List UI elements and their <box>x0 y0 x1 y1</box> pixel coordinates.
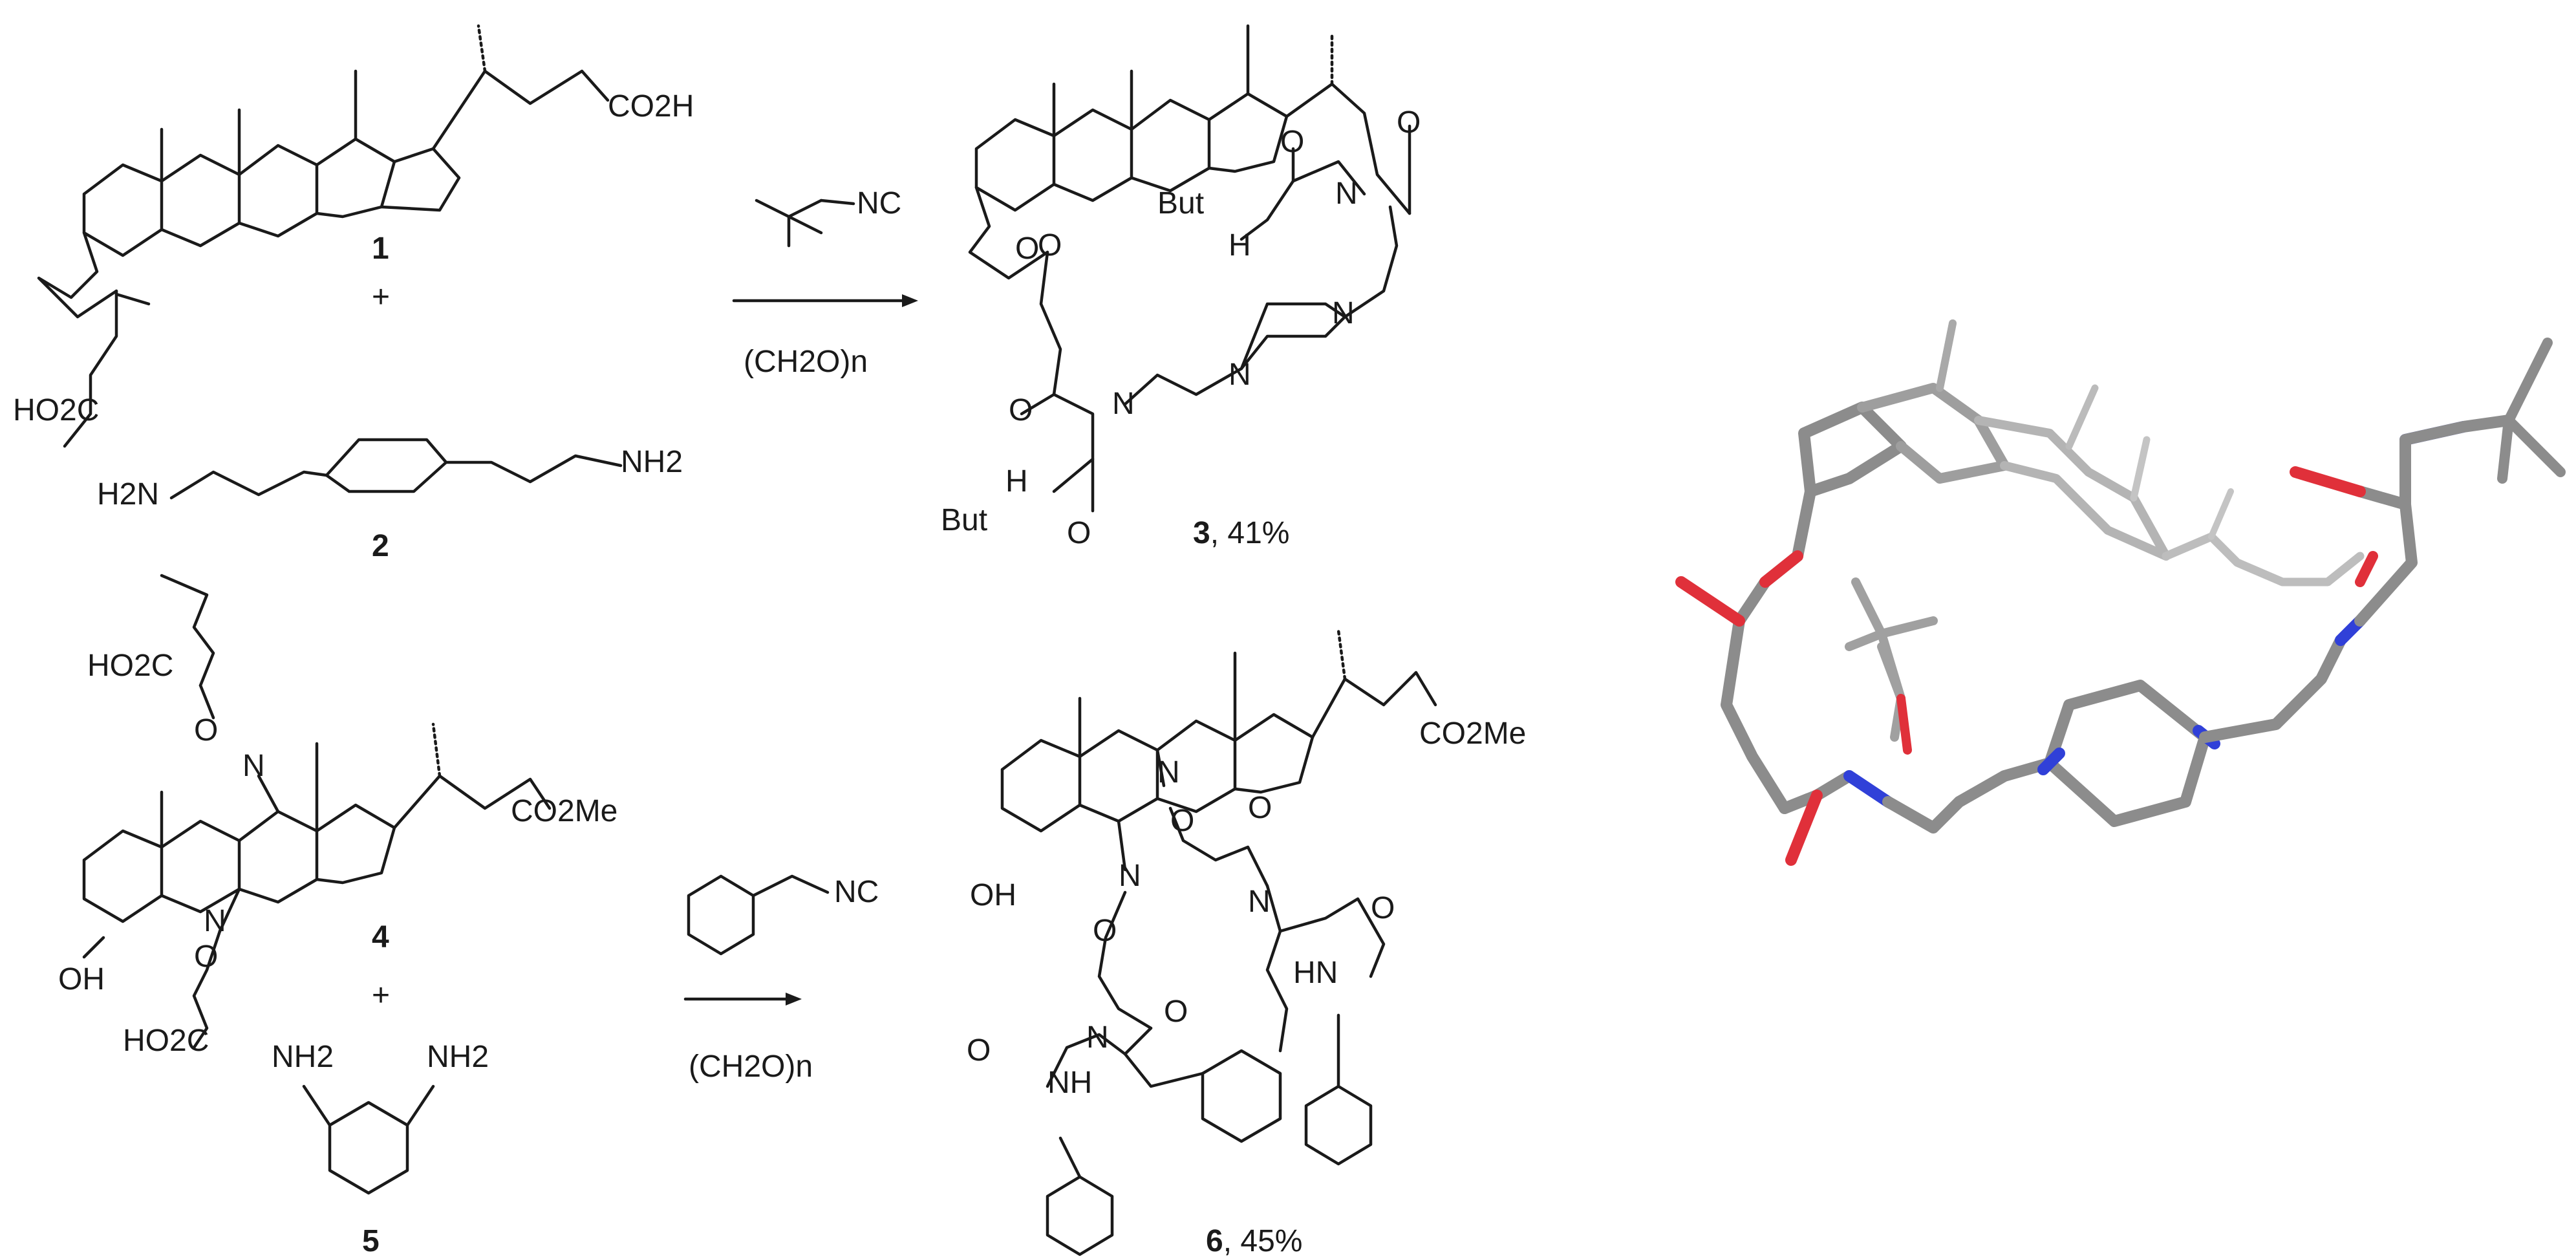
compound-4-number: 4 <box>372 920 389 954</box>
compound-6-amide-nitrogen-right: N <box>1248 885 1271 919</box>
model-carbon-angular-methyl-2 <box>2065 384 2099 450</box>
model-carbon-tbu-upper <box>2399 414 2515 510</box>
reagent-benzyl-isocyanide <box>687 874 830 956</box>
compound-6-amide-oxygen-right: O <box>1248 791 1272 825</box>
compound-4-acid-top-label: HO2C <box>87 649 173 683</box>
reagent-tert-butyl-isocyanide <box>755 199 855 248</box>
compound-2-right-amine-label: NH2 <box>621 445 683 479</box>
model-nitrogen-piperazine-left <box>2037 748 2065 775</box>
compound-3-ester-carbonyl-oxygen: O <box>1038 228 1062 263</box>
compound-6-oxime-nitrogen-right: N <box>1157 755 1180 790</box>
compound-3-ester-oxygen: O <box>1015 231 1039 266</box>
compound-2-structure <box>169 438 623 500</box>
model-oxygen-glycinamide-lower <box>1896 694 1912 755</box>
model-carbon-angular-methyl-3 <box>2130 436 2151 502</box>
compound-6-oxime-nitrogen-left: N <box>1119 859 1141 893</box>
model-carbon-tbu-upper-arm3 <box>2497 415 2514 484</box>
model-carbon-tbu-lower-arm4 <box>1845 629 1886 651</box>
model-carbon-angular-methyl-1 <box>1936 319 1957 392</box>
reagent-top-formaldehyde-label: (CH2O)n <box>744 345 868 379</box>
compound-6-nh-right: HN <box>1293 956 1338 990</box>
compound-6-nh-left: NH <box>1047 1066 1092 1100</box>
compound-4-acid-bottom-label: HO2C <box>123 1024 209 1058</box>
model-carbon-glycinamide-upper <box>2354 486 2418 627</box>
plus-sign-top: + <box>372 280 390 314</box>
compound-6-structure <box>1000 629 1437 1256</box>
reagent-top-isocyanide-label: NC <box>857 186 901 221</box>
compound-1-number: 1 <box>372 231 389 266</box>
model-carbon-steroid-ring-c <box>1974 416 2171 561</box>
compound-1-succinate-acid-label: HO2C <box>13 393 99 427</box>
compound-3-caption: 3, 41% <box>1193 516 1289 550</box>
compound-6-amide-oxygen-left: O <box>1164 995 1188 1029</box>
compound-6-amide-oxygen-far-right: O <box>1371 891 1395 925</box>
compound-4-oxime-nitrogen-top: N <box>242 749 265 783</box>
compound-6-hydroxyl-label: OH <box>970 878 1016 912</box>
model-piperazine-ring <box>2044 680 2211 827</box>
model-carbon-propyl-lower <box>1882 757 2055 834</box>
compound-3-piperazine-nitrogen-left: N <box>1229 358 1251 392</box>
compound-3-piperazine-nitrogen-right: N <box>1332 296 1355 330</box>
model-carbon-tbu-lower-arm2 <box>1851 577 1886 638</box>
compound-4-ester-label: CO2Me <box>511 794 617 828</box>
compound-4-oxime-nitrogen-bottom: N <box>204 904 226 938</box>
model-carbon-steroid-ring-b <box>1857 383 2010 484</box>
compound-4-structure <box>82 574 552 1049</box>
compound-3-nh-lower: H <box>1005 464 1028 499</box>
model-carbon-tbu-upper-arm1 <box>2504 338 2553 425</box>
compound-3-glycinamide-oxygen: O <box>1067 516 1091 550</box>
compound-1-structure <box>37 24 610 448</box>
compound-3-amide-oxygen-lower: O <box>1009 393 1033 427</box>
reagent-bottom-isocyanide-label: NC <box>834 875 879 909</box>
model-carbon-tbu-lower-arm3 <box>1877 616 1938 638</box>
compound-6-caption: 6, 45% <box>1206 1224 1302 1258</box>
compound-3-tbu-upper-label: But <box>1157 186 1204 221</box>
model-oxygen-ester-carbonyl <box>1675 576 1745 627</box>
compound-5-structure <box>302 1084 435 1195</box>
model-carbon-ester-linker <box>1721 486 1816 814</box>
compound-3-structure <box>968 24 1411 513</box>
model-carbon-side-chain <box>2162 532 2365 586</box>
compound-3-amide-oxygen-upper: O <box>1280 125 1304 159</box>
model-carbon-steroid-ring-a <box>1798 402 1907 497</box>
compound-6-yield: , 45% <box>1223 1224 1303 1258</box>
crystal-structure-stick-model <box>1675 319 2566 866</box>
model-oxygen-amide-lower <box>1785 790 1823 866</box>
compound-3-amide-nitrogen-upper: N <box>1335 177 1358 211</box>
model-carbon-tbu-lower-arm1 <box>1877 629 1905 703</box>
compound-5-left-amine-label: NH2 <box>272 1040 334 1074</box>
compound-6-oxime-oxygen-right: O <box>1170 804 1194 838</box>
compound-1-carboxylic-acid-label: CO2H <box>608 89 694 124</box>
reaction-arrow-bottom-head <box>786 993 802 1006</box>
model-oxygen-amide-upper <box>2355 551 2378 587</box>
compound-6-amide-oxygen-far-left: O <box>967 1033 991 1068</box>
compound-3-amide-nitrogen-lower: N <box>1112 387 1135 421</box>
compound-5-right-amine-label: NH2 <box>427 1040 489 1074</box>
model-carbon-propyl-upper <box>2199 634 2346 743</box>
reagent-bottom-formaldehyde-label: (CH2O)n <box>689 1049 813 1084</box>
compound-5-number: 5 <box>362 1224 380 1258</box>
compound-3-number: 3 <box>1193 516 1210 550</box>
compound-4-hydroxyl-label: OH <box>58 962 105 996</box>
model-oxygen-ester-single <box>1759 550 1803 588</box>
compound-6-amide-nitrogen-left: N <box>1086 1020 1109 1055</box>
compound-2-left-amine-label: H2N <box>97 477 159 511</box>
compound-6-ester-label: CO2Me <box>1419 716 1526 751</box>
compound-4-oxime-oxygen-top: O <box>194 713 218 748</box>
plus-sign-bottom: + <box>372 978 390 1013</box>
compound-3-amide-oxygen: O <box>1397 105 1421 140</box>
model-oxygen-glycinamide-upper <box>2290 466 2366 497</box>
model-nitrogen-amide-lower <box>1843 770 1894 808</box>
compound-2-number: 2 <box>372 529 389 563</box>
compound-3-tbu-lower-label: But <box>941 503 987 537</box>
compound-3-yield: , 41% <box>1210 516 1290 550</box>
model-carbon-tbu-upper-arm2 <box>2504 415 2566 477</box>
compound-4-oxime-oxygen-bottom: O <box>194 940 218 974</box>
compound-6-oxime-oxygen-left: O <box>1093 914 1117 948</box>
model-carbon-side-methyl <box>2208 488 2234 540</box>
compound-6-number: 6 <box>1206 1224 1223 1258</box>
compound-3-nh-upper: H <box>1229 228 1251 263</box>
reaction-arrow-top-head <box>902 294 918 307</box>
